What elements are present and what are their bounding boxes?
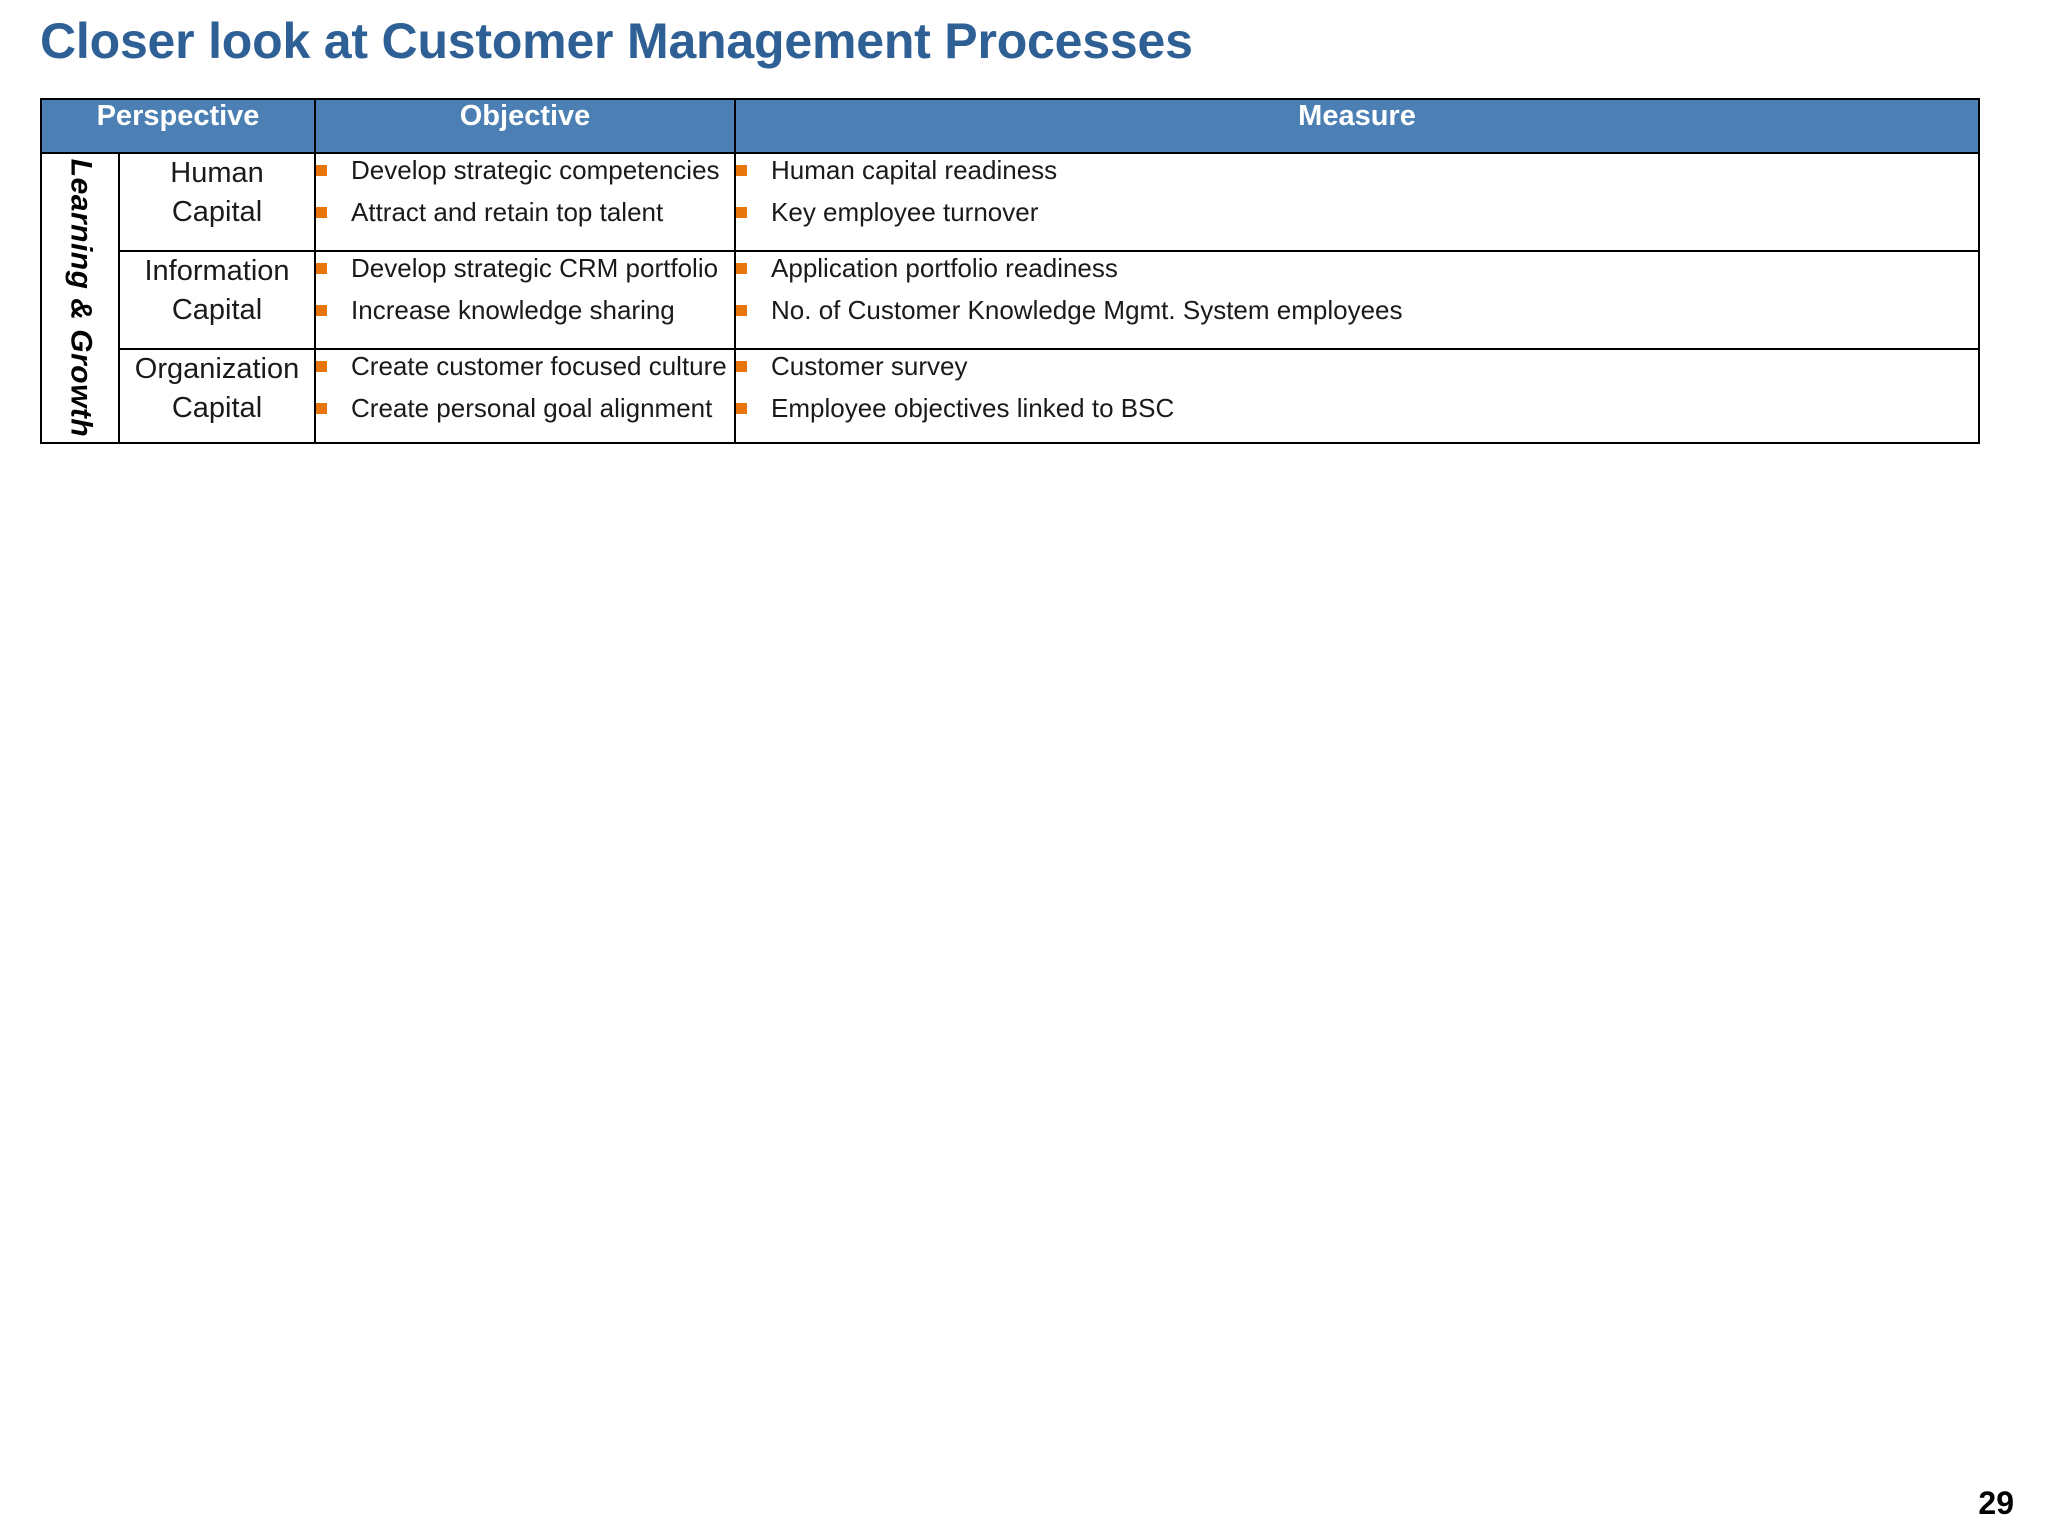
- square-bullet-icon: [736, 165, 748, 176]
- column-header-perspective: Perspective: [39, 98, 317, 154]
- list-item-label: Application portfolio readiness: [771, 253, 1118, 283]
- column-header-measure: Measure: [734, 98, 1981, 154]
- list-item-label: Key employee turnover: [771, 196, 1039, 227]
- list-item: Create customer focused culture: [316, 350, 734, 384]
- square-bullet-icon: [316, 402, 328, 414]
- square-bullet-icon: [316, 263, 328, 274]
- perspective-label-organization-capital: Organization Capital: [117, 348, 317, 444]
- list-item-label: Attract and retain top talent: [351, 196, 664, 227]
- list-item: Increase knowledge sharing: [316, 294, 734, 328]
- list-item-label: Develop strategic CRM portfolio: [351, 253, 719, 283]
- square-bullet-icon: [736, 206, 748, 218]
- list-item: No. of Customer Knowledge Mgmt. System e…: [736, 294, 1978, 328]
- perspective-spine-learning-and-growth: Learning & Growth: [40, 152, 120, 444]
- list-item: Customer survey: [736, 350, 1978, 384]
- perspective-label-line-2: Capital: [171, 392, 263, 425]
- perspective-label-human-capital: Human Capital: [117, 152, 317, 252]
- square-bullet-icon: [316, 304, 328, 316]
- perspective-label-line-2: Capital: [171, 294, 263, 327]
- list-item: Attract and retain top talent: [316, 196, 734, 230]
- list-item-label: No. of Customer Knowledge Mgmt. System e…: [771, 294, 1403, 325]
- table-row: Organization Capital Create customer foc…: [41, 348, 1981, 444]
- square-bullet-icon: [736, 361, 748, 372]
- column-header-objective: Objective: [314, 98, 737, 154]
- list-item-label: Develop strategic competencies: [351, 155, 720, 185]
- list-item-label: Employee objectives linked to BSC: [771, 392, 1175, 423]
- square-bullet-icon: [736, 304, 748, 316]
- objective-cell-organization-capital: Create customer focused culture Create p…: [314, 348, 737, 444]
- perspective-label-line-1: Human: [170, 157, 264, 189]
- table-row: Learning & Growth Human Capital Develop …: [40, 152, 1981, 444]
- table-header-row: Perspective Objective Measure: [39, 98, 1981, 154]
- list-item-label: Human capital readiness: [771, 155, 1058, 185]
- list-item: Create personal goal alignment: [316, 392, 734, 426]
- list-item: Application portfolio readiness: [736, 252, 1978, 286]
- square-bullet-icon: [316, 361, 328, 372]
- list-item-label: Create customer focused culture: [351, 351, 727, 381]
- square-bullet-icon: [736, 402, 748, 414]
- list-item: Develop strategic CRM portfolio: [316, 252, 734, 286]
- page-title: Closer look at Customer Management Proce…: [40, 13, 1193, 69]
- perspective-label-line-1: Information: [144, 255, 290, 287]
- objective-cell-human-capital: Develop strategic competencies Attract a…: [314, 152, 737, 252]
- list-item-label: Increase knowledge sharing: [351, 294, 675, 325]
- perspective-label-line-2: Capital: [171, 196, 263, 229]
- list-item-label: Create personal goal alignment: [351, 392, 713, 423]
- table-row: Information Capital Develop strategic CR…: [41, 250, 1981, 350]
- list-item: Human capital readiness: [736, 154, 1978, 188]
- balanced-scorecard-table: Perspective Objective Measure Learning &…: [39, 98, 1981, 444]
- list-item: Key employee turnover: [736, 196, 1978, 230]
- page-number: 29: [1978, 1485, 2014, 1521]
- measure-cell-information-capital: Application portfolio readiness No. of C…: [734, 250, 1981, 350]
- list-item-label: Customer survey: [771, 351, 968, 381]
- list-item: Develop strategic competencies: [316, 154, 734, 188]
- perspective-label-information-capital: Information Capital: [117, 250, 317, 350]
- objective-cell-information-capital: Develop strategic CRM portfolio Increase…: [314, 250, 737, 350]
- spine-label: Learning & Growth: [64, 158, 97, 438]
- measure-cell-organization-capital: Customer survey Employee objectives link…: [734, 348, 1981, 444]
- perspective-label-line-1: Organization: [134, 353, 300, 385]
- square-bullet-icon: [316, 165, 328, 176]
- square-bullet-icon: [316, 206, 328, 218]
- measure-cell-human-capital: Human capital readiness Key employee tur…: [734, 152, 1981, 252]
- square-bullet-icon: [736, 263, 748, 274]
- list-item: Employee objectives linked to BSC: [736, 392, 1978, 426]
